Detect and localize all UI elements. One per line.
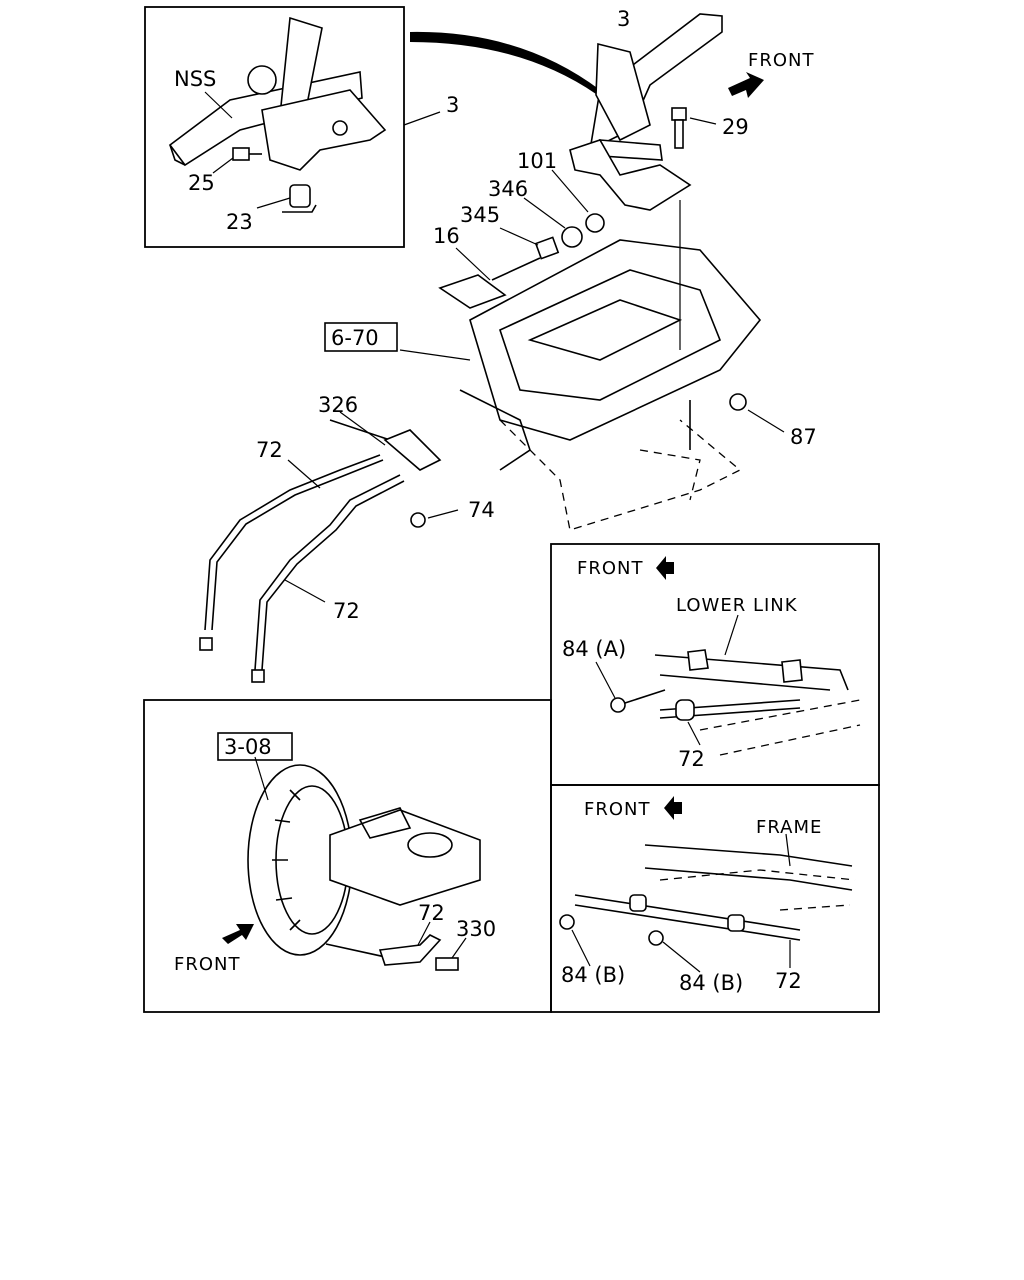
inset-frame [144, 6, 405, 248]
lower-link-panel: FRONT LOWER LINK 84 (A) 72 [550, 543, 880, 786]
console-opening [499, 269, 722, 401]
bracket-326 [383, 429, 442, 471]
label-16: 16 [433, 224, 460, 248]
label-326: 326 [318, 393, 358, 417]
label-nss: NSS [174, 67, 216, 91]
label-87: 87 [790, 425, 817, 449]
equalizer-16 [438, 274, 507, 309]
switch-23 [282, 184, 317, 213]
nut-74 [410, 512, 426, 528]
console-outline [469, 239, 762, 441]
cable-end-left [199, 637, 213, 651]
lower-link-frame [550, 543, 880, 786]
rod-16 [491, 257, 541, 281]
label-6-70: 6-70 [331, 326, 379, 350]
lever-plate [595, 42, 651, 142]
bolt-29 [671, 107, 687, 149]
label-84b-right: 84 (B) [679, 971, 743, 995]
axle-housing [329, 809, 481, 906]
bolt-330 [435, 957, 459, 971]
cables-72 [199, 411, 459, 683]
cable-72-left [204, 454, 381, 631]
front-arrow-icon-frame [664, 796, 682, 820]
label-25: 25 [188, 171, 215, 195]
label-72-brake: 72 [418, 901, 445, 925]
front-arrow-icon-lower-link [656, 556, 674, 580]
bolt-25 [232, 147, 262, 161]
label-29: 29 [722, 115, 749, 139]
label-84a: 84 (A) [562, 637, 626, 661]
label-74: 74 [468, 498, 495, 522]
spacer-345 [534, 236, 560, 260]
label-72-lower: 72 [333, 599, 360, 623]
nut-87 [729, 393, 747, 411]
label-3-inset: 3 [446, 93, 459, 117]
label-lower-link: LOWER LINK [676, 595, 798, 616]
bushing-346 [561, 226, 583, 248]
front-arrow-icon-brake [222, 924, 254, 944]
frame-panel: FRONT FRAME 84 (B) 84 (B) 72 [550, 784, 880, 1013]
label-72-frame: 72 [775, 969, 802, 993]
label-72-lower-link: 72 [678, 747, 705, 771]
pivot-bracket [569, 139, 692, 211]
label-3-top: 3 [617, 7, 630, 31]
rear-brake-panel: 3-08 72 330 FRONT [143, 699, 552, 1013]
rear-brake-frame [143, 699, 552, 1013]
front-arrow-icon [728, 72, 764, 98]
nut-101 [585, 213, 605, 233]
cable-72-right [254, 474, 401, 671]
inset-lever-detail: NSS 3 25 23 [144, 6, 459, 248]
inset-pointer-arrow [410, 31, 600, 94]
ref-box-6-70 [324, 322, 398, 352]
label-front-top: FRONT [748, 50, 815, 71]
label-345: 345 [460, 203, 500, 227]
label-84b-left: 84 (B) [561, 963, 625, 987]
label-23: 23 [226, 210, 253, 234]
lever-assembly: FRONT 3 29 101 346 345 16 [433, 7, 815, 350]
cable-end-right [251, 669, 265, 683]
label-front-frame: FRONT [584, 799, 651, 820]
ref-box-3-08 [217, 732, 293, 761]
label-3-08: 3-08 [224, 735, 272, 759]
floor-pan [399, 239, 785, 531]
label-101: 101 [517, 149, 557, 173]
label-346: 346 [488, 177, 528, 201]
label-front-lower-link: FRONT [577, 558, 644, 579]
label-frame: FRAME [756, 817, 822, 838]
inset-bracket [261, 89, 387, 171]
label-72-upper: 72 [256, 438, 283, 462]
label-front-brake: FRONT [174, 954, 241, 975]
label-330: 330 [456, 917, 496, 941]
